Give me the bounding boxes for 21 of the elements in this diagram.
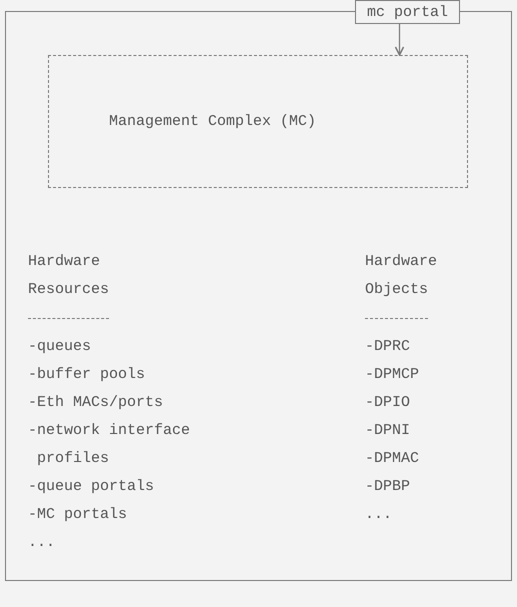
list-item: -queue portals — [28, 477, 156, 497]
node-text: Management Complex (MC) — [108, 113, 316, 130]
column-heading: Hardware Objects — [365, 252, 438, 300]
list-item: ... — [365, 505, 394, 525]
list-item: -DPMCP — [365, 365, 420, 385]
list-item: -MC portals — [28, 505, 128, 525]
node-text: mc portal — [366, 4, 448, 20]
list-item: -DPRC — [365, 337, 412, 357]
list-item: -DPNI — [365, 421, 412, 441]
dashed-box — [48, 55, 468, 188]
list-item: -network interface profiles — [28, 421, 192, 469]
list-item: -queues — [28, 337, 92, 357]
list-item: -DPMAC — [365, 449, 420, 469]
list-item: -Eth MACs/ports — [28, 393, 164, 413]
list-item: ... — [28, 533, 56, 553]
label-box — [355, 0, 460, 24]
list-item: -DPIO — [365, 393, 412, 413]
list-item: -DPBP — [365, 477, 412, 497]
column-heading: Hardware Resources — [28, 252, 109, 300]
arrow — [394, 24, 404, 56]
list-item: -buffer pools — [28, 365, 146, 385]
